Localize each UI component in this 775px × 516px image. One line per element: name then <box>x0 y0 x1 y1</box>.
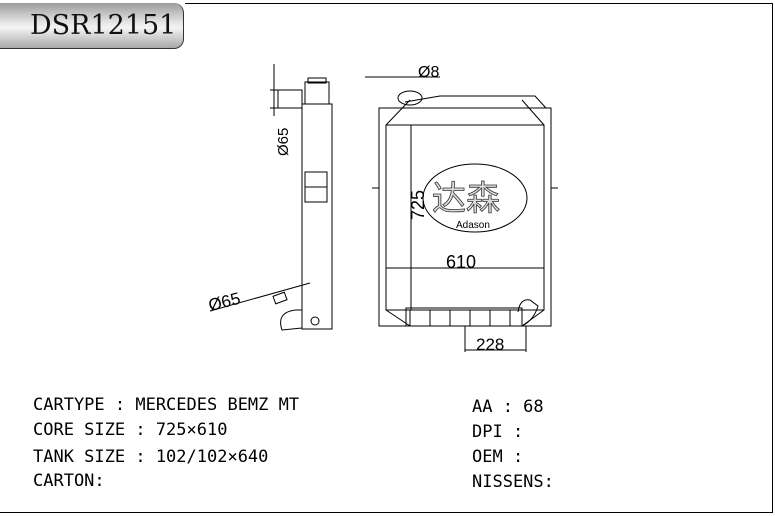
front-view <box>365 76 558 352</box>
spec-nissens: NISSENS: <box>472 472 554 492</box>
spec-core-size: CORE SIZE : 725×610 <box>33 420 228 440</box>
part-number-badge: DSR12151 <box>0 3 184 49</box>
spec-carton: CARTON: <box>33 471 105 491</box>
spec-oem: OEM : <box>472 447 524 467</box>
spec-cartype: CARTYPE : MERCEDES BEMZ MT <box>33 395 300 415</box>
frame-line <box>772 3 773 513</box>
side-view <box>209 64 333 331</box>
spec-aa: AA : 68 <box>472 397 544 417</box>
spec-tank-size: TANK SIZE : 102/102×640 <box>33 447 269 467</box>
dim-side-bottom-dia: Ø65 <box>206 289 242 315</box>
spec-dpi: DPI : <box>472 422 524 442</box>
logo-cn: 达森 <box>432 179 500 219</box>
dim-width: 610 <box>446 252 476 272</box>
dim-outlet-offset: 228 <box>476 335 504 354</box>
frame-line <box>0 512 773 513</box>
dim-bolt-dia: Ø8 <box>418 64 439 81</box>
dim-height: 725 <box>408 190 428 220</box>
dim-side-top-dia: Ø65 <box>275 128 292 156</box>
frame-line <box>185 3 773 4</box>
logo-en: Adason <box>456 220 490 231</box>
